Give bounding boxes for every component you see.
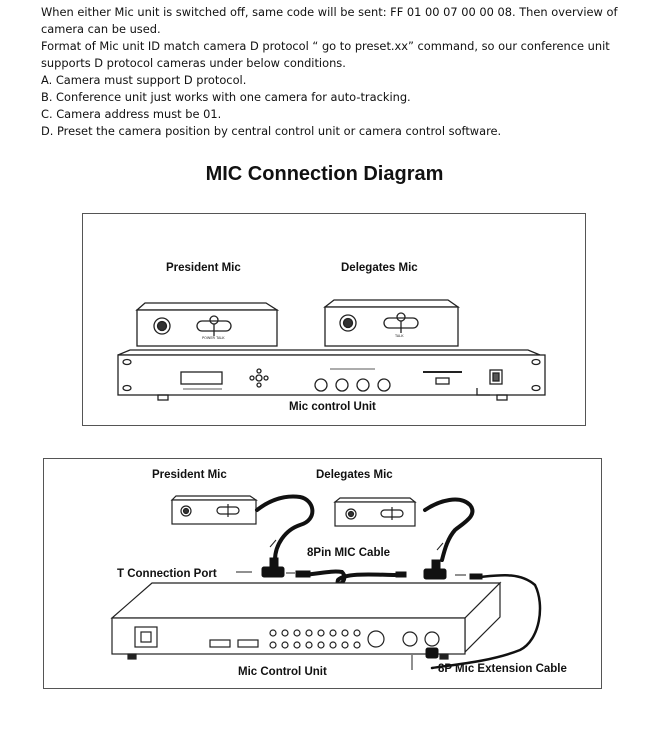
condition-c: C. Camera address must be 01. [41,107,222,121]
condition-a: A. Camera must support D protocol. [41,73,247,87]
svg-text:TALK: TALK [394,334,404,338]
d2-extension-label: 8P Mic Extension Cable [438,663,567,675]
condition-d: D. Preset the camera position by central… [41,124,502,138]
d1-delegates-label: Delegates Mic [341,262,418,274]
condition-b: B. Conference unit just works with one c… [41,90,411,104]
d2-control-unit [110,581,502,660]
d2-delegates-label: Delegates Mic [316,469,393,481]
svg-text:POWER TALK: POWER TALK [202,336,225,340]
d2-president-mic-unit [170,495,258,525]
d2-arrows [236,539,466,670]
d1-president-mic-unit: POWER TALK [135,302,280,347]
d2-control-unit-label: Mic Control Unit [238,666,327,678]
d2-t-port-label: T Connection Port [117,568,217,580]
d2-cable-label: 8Pin MIC Cable [307,547,391,559]
d1-control-unit-label: Mic control Unit [289,401,376,413]
intro-line-1: When either Mic unit is switched off, sa… [41,5,618,19]
d1-delegate-mic-unit: TALK [323,299,461,347]
d1-president-label: President Mic [166,262,241,274]
intro-line-4: supports D protocol cameras under below … [41,56,346,70]
diagram-title: MIC Connection Diagram [205,163,444,185]
d2-t-connectors [261,557,483,580]
intro-line-3: Format of Mic unit ID match camera D pro… [41,39,610,53]
d2-extension-plug [425,647,439,659]
d2-mic-cables [255,494,542,670]
intro-line-2: camera can be used. [41,22,161,36]
d2-delegate-mic-unit [333,497,417,527]
d2-president-label: President Mic [152,469,227,481]
d1-control-unit [117,349,546,401]
